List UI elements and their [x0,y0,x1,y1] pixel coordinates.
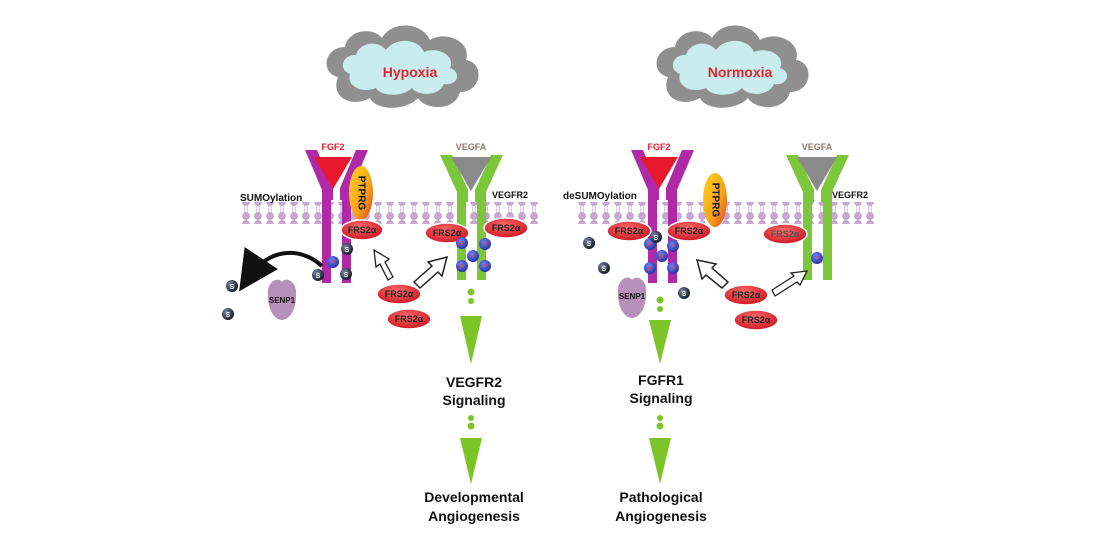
modification-label: deSUMOylation [563,191,637,202]
senp1-protein: SENP1 [617,277,647,318]
fgf2-ligand [314,157,352,189]
frs2a-free-upper: FRS2α [723,284,769,306]
svg-text:P: P [648,266,653,273]
svg-text:S: S [230,284,235,291]
svg-text:S: S [344,272,349,279]
vegfr2-receptor-label: VEGFR2 [832,190,868,200]
panel-hypoxia: Hypoxia FGF2 PTPRG SUMOylation VEGFA VEG… [222,25,538,524]
frs2a-fgfr1-bound-left: FRS2α [606,220,652,242]
vegfa-label: VEGFA [456,142,487,152]
svg-text:S: S [345,247,350,254]
svg-text:S: S [316,273,321,280]
fgf2-label: FGF2 [321,142,344,152]
svg-text:SENP1: SENP1 [619,292,646,301]
svg-text:SENP1: SENP1 [269,296,296,305]
svg-text:P: P [460,241,465,248]
svg-text:S: S [654,235,659,242]
svg-text:FRS2α: FRS2α [433,228,462,238]
svg-text:S: S [226,312,231,319]
outcome-label-line2: Angiogenesis [428,508,520,524]
panel-normoxia: Normoxia FGF2 PTPRG deSUMOylation VEGFA … [563,25,876,524]
outcome-label-line1: Pathological [619,489,702,505]
svg-text:P: P [460,264,465,271]
svg-text:S: S [587,241,592,248]
free-sumo: S S [222,280,238,320]
frs2a-fgfr1-bound: FRS2α [340,219,384,241]
svg-text:S: S [602,266,607,273]
frs2a-vegfr2-bound-left: FRS2α [424,222,470,244]
svg-text:FRS2α: FRS2α [348,225,377,235]
svg-text:P: P [331,260,336,267]
frs2a-to-fgfr1-arrow [373,248,394,281]
svg-text:FRS2α: FRS2α [742,315,771,325]
vegfr2-receptor-label: VEGFR2 [492,190,528,200]
fgf2-ligand [640,157,678,189]
desumoylation-arrow [239,246,324,292]
sumo-on-fgfr1: S S S [312,243,353,281]
svg-text:P: P [471,254,476,261]
frs2a-free-upper: FRS2α [376,283,422,305]
svg-text:P: P [483,264,488,271]
svg-text:FRS2α: FRS2α [395,314,424,324]
svg-text:FRS2α: FRS2α [615,226,644,236]
signaling-label-line1: VEGFR2 [446,374,502,390]
vegfa-ligand [797,157,837,191]
svg-text:FRS2α: FRS2α [492,223,521,233]
condition-label: Hypoxia [383,64,438,80]
outcome-label-line1: Developmental [424,489,524,505]
svg-text:FRS2α: FRS2α [385,289,414,299]
ptprg-label: PTPRG [355,176,366,211]
svg-text:P: P [671,266,676,273]
signaling-label-line1: FGFR1 [638,372,684,388]
svg-text:FRS2α: FRS2α [771,229,800,239]
svg-text:P: P [815,256,820,263]
free-sumo: S S S S [583,231,690,299]
signaling-label-line2: Signaling [443,392,506,408]
vegfr2-phosphorylation: P P P P P [456,237,491,272]
svg-text:S: S [682,291,687,298]
svg-text:P: P [671,244,676,251]
condition-label: Normoxia [708,64,773,80]
svg-text:FRS2α: FRS2α [732,290,761,300]
fgf2-label: FGF2 [647,142,670,152]
signaling-label-line2: Signaling [630,390,693,406]
fgfr1-phosphorylation: P [327,256,339,268]
signaling-flow [649,296,671,484]
frs2a-fgfr1-bound-right: FRS2α [666,220,712,242]
vegfa-label: VEGFA [802,142,833,152]
ptprg-protein [703,173,727,227]
frs2a-vegfr2-faded: FRS2α [762,223,808,245]
svg-text:P: P [483,242,488,249]
outcome-label-line2: Angiogenesis [615,508,707,524]
svg-text:P: P [648,242,653,249]
signaling-flow [460,288,482,484]
vegfr2-phosphorylation: P [811,252,823,264]
frs2a-free-lower: FRS2α [733,309,779,331]
frs2a-vegfr2-bound-right: FRS2α [483,217,529,239]
frs2a-to-vegfr2-arrow [771,270,809,297]
senp1-protein: SENP1 [267,279,297,320]
frs2a-to-vegfr2-arrow [412,255,449,290]
vegfa-ligand [451,157,491,191]
ptprg-label: PTPRG [709,183,720,218]
hypoxia-cloud: Hypoxia [326,25,479,108]
frs2a-free-lower: FRS2α [386,308,432,330]
modification-label: SUMOylation [240,193,302,204]
normoxia-cloud: Normoxia [656,25,809,108]
frs2a-to-fgfr1-arrow [695,259,730,290]
svg-text:P: P [660,254,665,261]
svg-text:FRS2α: FRS2α [675,226,704,236]
fgfr1-phosphorylation: P P P P P [644,238,679,274]
ptprg-protein [349,166,373,220]
